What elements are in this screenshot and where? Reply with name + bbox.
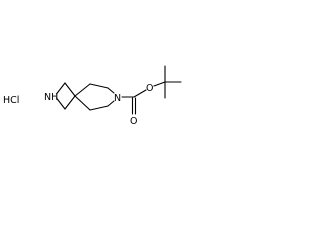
bond-spiro-c5 <box>74 83 91 97</box>
bond-spiro-c3 <box>64 95 76 110</box>
carbonyl-oxygen-label: O <box>130 116 137 127</box>
bond-nh-c1 <box>55 82 66 95</box>
bond-c5-c6 <box>89 83 109 89</box>
bond-c8-spiro <box>74 95 91 111</box>
bond-carbonyl-ester-o <box>133 89 147 98</box>
azetidine-ring <box>55 82 76 110</box>
chemical-structure-drawing: NH N O O HCl <box>3 65 182 127</box>
piperidine-ring <box>74 83 115 111</box>
bond-ester-o-tbu <box>153 81 166 87</box>
bond-c7-c8 <box>89 105 109 111</box>
bond-c3-nh <box>55 97 66 110</box>
structure-canvas: NH N O O HCl <box>3 65 182 127</box>
hcl-salt-label: HCl <box>3 95 19 106</box>
bond-c6-n <box>107 87 115 94</box>
piperidine-n-label: N <box>114 93 121 104</box>
bond-n-c7 <box>107 100 115 107</box>
bond-c1-spiro <box>64 82 76 97</box>
ester-oxygen-label: O <box>146 83 153 94</box>
azetidine-nh-label: NH <box>44 92 58 103</box>
boc-group <box>121 65 182 115</box>
